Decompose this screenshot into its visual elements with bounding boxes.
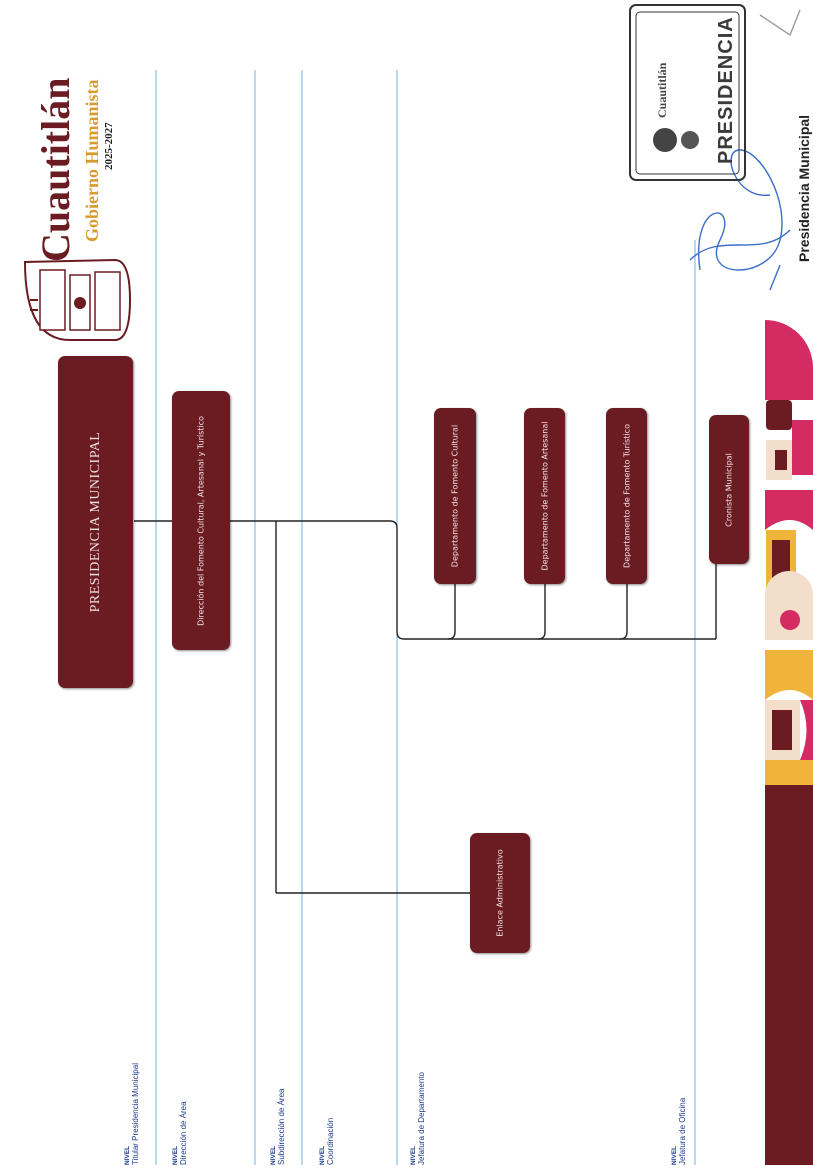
stamp-text: PRESIDENCIA (715, 16, 738, 164)
org-node-label: Cronista Municipal (725, 453, 734, 527)
org-node-label: Enlace Administrativo (496, 849, 505, 936)
org-node-depto-turistico: Departamento de Fomento Turístico (606, 408, 647, 584)
decorative-band (765, 320, 813, 1175)
stamp-inner-text: Cuautitlán (655, 63, 670, 118)
org-node-label: Departamento de Fomento Cultural (451, 425, 460, 567)
org-node-enlace-administrativo: Enlace Administrativo (470, 833, 530, 953)
org-node-depto-artesanal: Departamento de Fomento Artesanal (524, 408, 565, 584)
org-node-label: Dirección del Fomento Cultural, Artesana… (197, 416, 206, 626)
brand-name: Cuautitlán (32, 78, 79, 263)
brand-years: 2025-2027 (103, 122, 115, 170)
org-node-label: Departamento de Fomento Artesanal (540, 422, 549, 571)
org-node-cronista: Cronista Municipal (709, 415, 749, 564)
municipal-coat-of-arms-icon (25, 260, 130, 340)
org-node-label: Departamento de Fomento Turístico (622, 424, 631, 568)
org-node-label: PRESIDENCIA MUNICIPAL (88, 432, 104, 613)
org-node-depto-cultural: Departamento de Fomento Cultural (434, 408, 476, 584)
org-node-direccion: Dirección del Fomento Cultural, Artesana… (172, 391, 230, 650)
brand-subtitle: Gobierno Humanista (82, 79, 103, 242)
footer-label: Presidencia Municipal (796, 115, 812, 262)
org-node-presidencia: PRESIDENCIA MUNICIPAL (58, 356, 133, 688)
